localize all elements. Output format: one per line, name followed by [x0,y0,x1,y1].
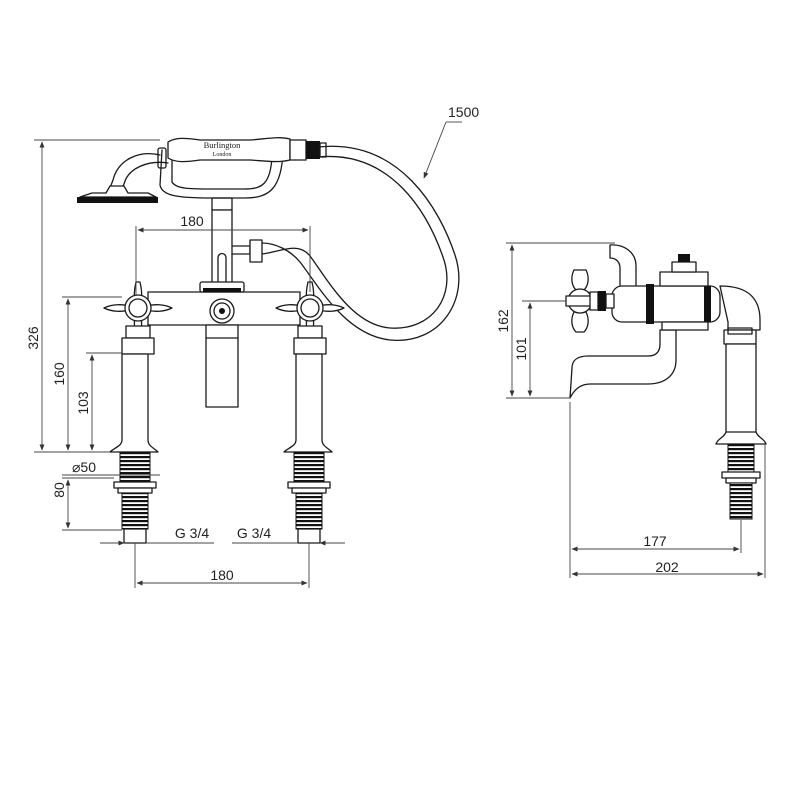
handset-cradle [109,147,284,211]
right-crosshead-handle [275,281,345,355]
dim-spout-height: 103 [75,391,91,415]
dim-side-height-spout: 101 [513,337,529,361]
dim-projection-inner: 177 [643,533,667,549]
right-leg [283,353,333,544]
mixer-body [147,281,301,408]
side-dimensions: 162 101 177 202 [495,242,766,578]
dim-thread-left: G 3/4 [175,525,209,541]
brand-name: Burlington [204,140,242,150]
shower-head [77,185,158,203]
shower-handset [167,137,327,163]
front-view: Burlington London [77,137,460,544]
side-view [565,244,767,520]
dim-side-height-total: 162 [495,309,511,333]
dim-bottom-centres: 180 [210,567,234,583]
dim-hose-length: 1500 [448,104,479,120]
shower-hose [261,145,460,341]
left-leg [109,353,159,544]
dim-projection-outer: 202 [655,559,679,575]
dim-thread-length: 80 [51,482,67,498]
dim-handle-height: 160 [51,362,67,386]
riser-pipe [211,209,263,289]
dim-diameter: ⌀50 [72,459,96,475]
dim-thread-right: G 3/4 [237,525,271,541]
brand-sub: London [213,152,232,158]
dim-top-centres: 180 [180,213,204,229]
left-crosshead-handle [103,281,173,355]
front-dimensions: 1500 326 160 103 ⌀50 80 180 G 3/4 G [25,104,479,588]
dim-overall-height: 326 [25,326,41,350]
